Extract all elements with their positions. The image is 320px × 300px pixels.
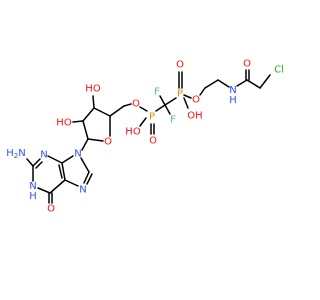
atom-o-ester1: O xyxy=(132,99,140,110)
bond-n7-c5 xyxy=(64,179,79,187)
bond-ch2-c4 xyxy=(109,105,125,117)
atom-f2: F xyxy=(170,115,176,126)
bond-c4-n3 xyxy=(47,155,63,164)
atom-o6: O xyxy=(47,204,55,215)
bond-c6-c5 xyxy=(49,179,66,194)
bond-ch2-o-ester2 xyxy=(199,87,206,96)
bond-c4-c5-b xyxy=(58,164,63,179)
atom-n9: N xyxy=(74,149,81,160)
bond-n3-c2-b xyxy=(35,161,43,169)
atom-nh2: H2N xyxy=(6,148,25,161)
bond-c3-oh xyxy=(92,95,95,109)
bond-n9-c4 xyxy=(61,155,74,164)
bond-c4-c5-a xyxy=(61,162,66,181)
bond-c8-n7-b xyxy=(86,173,93,185)
bond-ch2-c xyxy=(246,79,261,89)
bond-o-p2 xyxy=(183,94,192,99)
bond-p1-oh xyxy=(139,117,147,127)
bond-nh-ch2 xyxy=(217,79,230,88)
atom-f1: F xyxy=(154,87,160,98)
bond-o-ester1-ch2 xyxy=(123,103,132,107)
bond-cf2-f1 xyxy=(159,95,166,106)
bond-c-nh xyxy=(236,79,248,87)
atom-o-p2-double: O xyxy=(176,60,184,71)
bonds xyxy=(26,69,271,204)
bond-c1-o-ring xyxy=(87,138,104,142)
bond-n9-c8 xyxy=(80,157,90,173)
bond-p1-o-ester1 xyxy=(139,106,148,112)
bond-p2-cf2 xyxy=(164,97,177,106)
atom-p2: P xyxy=(177,89,183,100)
atom-n3: N xyxy=(40,150,47,161)
bond-nh1-c6 xyxy=(37,187,51,194)
atom-p1: P xyxy=(149,112,155,123)
bond-c2-oh xyxy=(72,120,84,123)
atom-cl: Cl xyxy=(274,65,284,76)
atom-oh-ring-upper: HO xyxy=(85,84,101,95)
bond-c2-c1 xyxy=(82,120,89,140)
bond-c2-nh2 xyxy=(26,158,34,167)
bond-n3-c2-a xyxy=(32,158,41,167)
atom-o-carbonyl: O xyxy=(243,59,251,70)
bond-c8-n7-a xyxy=(83,171,90,184)
bond-cl-ch2 xyxy=(259,74,271,89)
bond-p2-oh xyxy=(183,97,189,109)
atom-oh-p2: OH xyxy=(187,111,202,122)
bond-c4-c3 xyxy=(93,107,111,117)
bond-ch2-ch2 xyxy=(204,79,219,89)
bond-c3-c2 xyxy=(82,107,95,122)
atom-o-p1-double: O xyxy=(149,136,157,147)
atom-n7: N xyxy=(79,185,86,196)
bond-cf2-p1 xyxy=(155,104,166,112)
bond-c1-n9 xyxy=(81,138,89,151)
atom-o-ring: O xyxy=(104,137,112,148)
atom-oh-p1: HO xyxy=(125,127,141,138)
bond-cf2-f2 xyxy=(164,104,171,115)
atom-oh-ring-lower: HO xyxy=(56,118,72,129)
atom-o-ester2: O xyxy=(192,95,200,106)
